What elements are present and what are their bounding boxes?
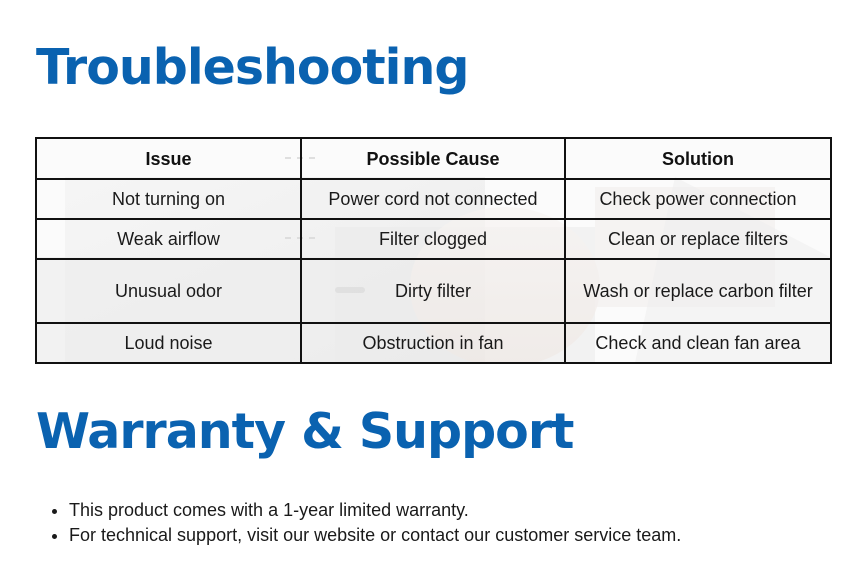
cell-issue: Loud noise [35,322,302,364]
table-header-row: Issue Possible Cause Solution [35,137,832,180]
column-header-issue: Issue [35,137,302,180]
table-row: Unusual odor Dirty filter Wash or replac… [35,258,832,324]
column-header-possible-cause: Possible Cause [300,137,566,180]
list-item: For technical support, visit our website… [69,523,681,548]
cell-possible-cause: Dirty filter [300,258,566,324]
cell-possible-cause: Obstruction in fan [300,322,566,364]
cell-issue: Unusual odor [35,258,302,324]
table-row: Loud noise Obstruction in fan Check and … [35,322,832,364]
cell-issue: Weak airflow [35,218,302,260]
troubleshooting-table-wrapper: Issue Possible Cause Solution Not turnin… [35,137,832,364]
troubleshooting-heading: Troubleshooting [36,39,469,96]
column-header-solution: Solution [564,137,832,180]
warranty-support-heading: Warranty & Support [36,403,574,460]
cell-solution: Clean or replace filters [564,218,832,260]
cell-solution: Check power connection [564,178,832,220]
table-row: Weak airflow Filter clogged Clean or rep… [35,218,832,260]
troubleshooting-table: Issue Possible Cause Solution Not turnin… [35,137,832,364]
cell-solution: Wash or replace carbon filter [564,258,832,324]
cell-solution: Check and clean fan area [564,322,832,364]
table-row: Not turning on Power cord not connected … [35,178,832,220]
warranty-bullet-list: This product comes with a 1-year limited… [36,498,681,548]
cell-possible-cause: Power cord not connected [300,178,566,220]
cell-issue: Not turning on [35,178,302,220]
list-item: This product comes with a 1-year limited… [69,498,681,523]
cell-possible-cause: Filter clogged [300,218,566,260]
